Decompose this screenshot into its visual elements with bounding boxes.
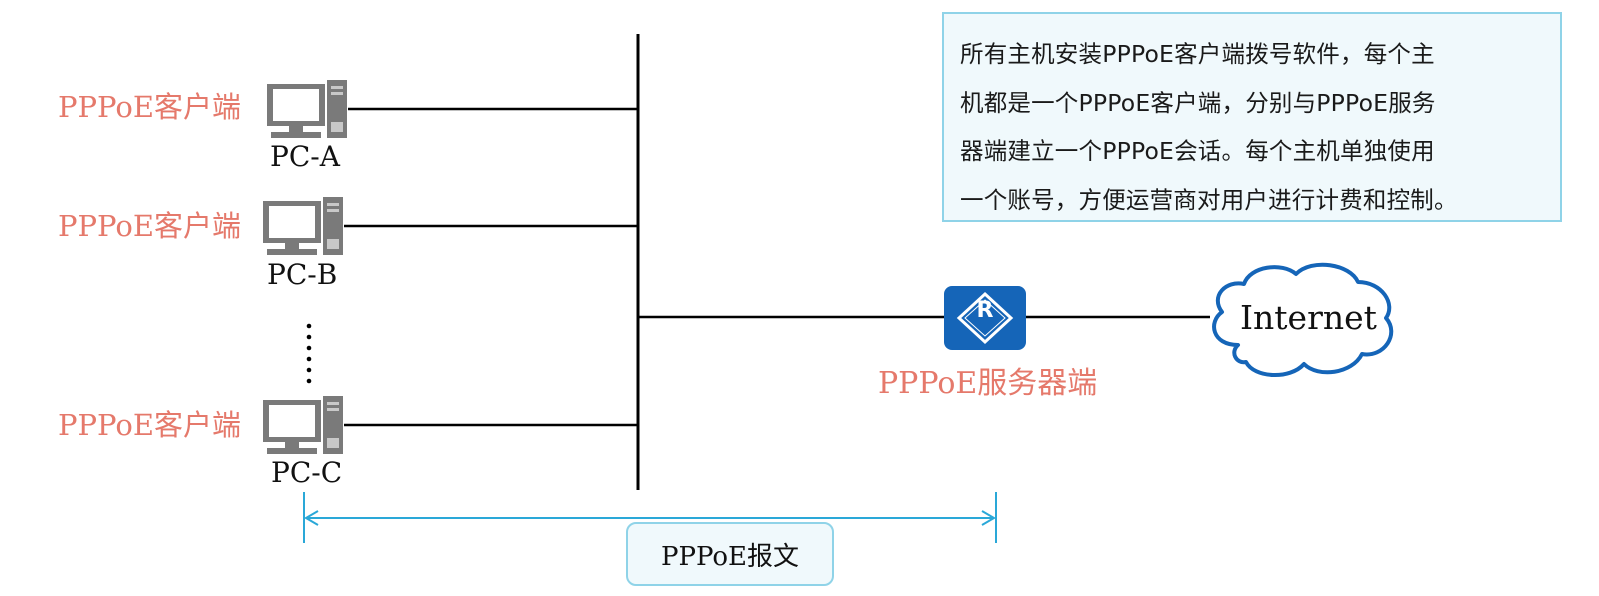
pc-b-name: PC-B (267, 258, 338, 291)
pc-c-name: PC-C (271, 456, 343, 489)
pc-c-role-label: PPPoE客户端 (58, 408, 241, 442)
server-label: PPPoE服务器端 (878, 366, 1098, 401)
router-letter: R (976, 298, 994, 323)
internet-cloud-icon (1212, 262, 1394, 378)
pc-b-computer-icon (263, 197, 343, 255)
pc-a-computer-icon (267, 80, 347, 138)
pc-a-role-label: PPPoE客户端 (58, 90, 241, 124)
note-box: 所有主机安装PPPoE客户端拨号软件，每个主 机都是一个PPPoE客户端，分别与… (942, 12, 1562, 222)
packet-label: PPPoE报文 (660, 541, 800, 572)
pc-a-name: PC-A (270, 140, 340, 173)
packet-label-box: PPPoE报文 (626, 522, 834, 586)
router-icon (944, 286, 1026, 350)
note-line: 所有主机安装PPPoE客户端拨号软件，每个主 (960, 40, 1435, 68)
note-line: 器端建立一个PPPoE会话。每个主机单独使用 (960, 137, 1435, 165)
packet-range-arrow (303, 492, 997, 543)
pc-c-computer-icon (263, 396, 343, 454)
note-line: 一个账号，方便运营商对用户进行计费和控制。 (960, 185, 1458, 214)
pc-b-role-label: PPPoE客户端 (58, 209, 241, 243)
internet-label: Internet (1240, 298, 1377, 337)
ellipsis-dots (306, 323, 312, 384)
note-line: 机都是一个PPPoE客户端，分别与PPPoE服务 (960, 88, 1436, 117)
note-text: 所有主机安装PPPoE客户端拨号软件，每个主 机都是一个PPPoE客户端，分别与… (960, 30, 1544, 224)
